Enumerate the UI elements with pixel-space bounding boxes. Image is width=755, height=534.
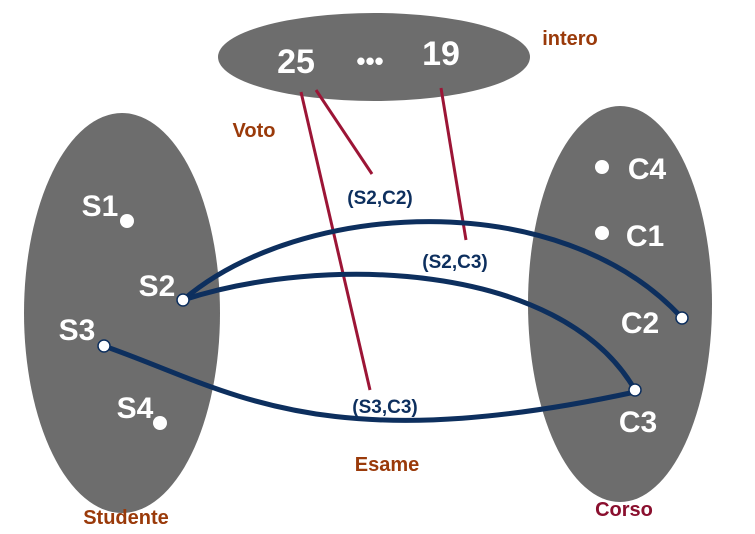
corso-set-ellipse: [528, 106, 712, 502]
pair-label-s2-c2: (S2,C2): [347, 188, 412, 209]
studente-item-s4: S4: [117, 392, 154, 425]
studente-label: Studente: [83, 507, 169, 529]
corso-label: Corso: [595, 499, 653, 521]
intero-label: intero: [542, 28, 598, 50]
point-s2: [176, 293, 190, 307]
intero-set-ellipse: [218, 13, 530, 101]
studente-item-s1: S1: [82, 190, 119, 223]
point-s3: [97, 339, 111, 353]
point-c1: [595, 226, 609, 240]
point-s1: [120, 214, 134, 228]
point-s4: [153, 416, 167, 430]
corso-item-c2: C2: [621, 307, 659, 340]
voto-link-25-s2c2: [314, 89, 374, 175]
esame-link-s2-c3: [182, 271, 638, 392]
value-25: 25: [277, 43, 315, 81]
corso-item-c4: C4: [628, 153, 667, 186]
esame-label: Esame: [355, 454, 420, 476]
studente-item-s3: S3: [59, 314, 96, 347]
corso-item-c1: C1: [626, 220, 664, 253]
corso-item-c3: C3: [619, 406, 657, 439]
esame-link-s3-c3: [103, 343, 636, 423]
pair-label-s3-c3: (S3,C3): [352, 397, 417, 418]
value-19: 19: [422, 35, 460, 73]
point-c4: [595, 160, 609, 174]
studente-item-s2: S2: [139, 270, 176, 303]
voto-link-25-s3c3: [299, 91, 372, 391]
point-c3: [628, 383, 642, 397]
value-ellipsis: •••: [356, 46, 383, 76]
studente-set-ellipse: [24, 113, 220, 513]
point-c2: [675, 311, 689, 325]
voto-link-19-s2c3: [439, 87, 468, 241]
esame-link-s2-c2: [181, 219, 684, 320]
voto-label: Voto: [233, 120, 276, 142]
pair-label-s2-c3: (S2,C3): [422, 252, 487, 273]
